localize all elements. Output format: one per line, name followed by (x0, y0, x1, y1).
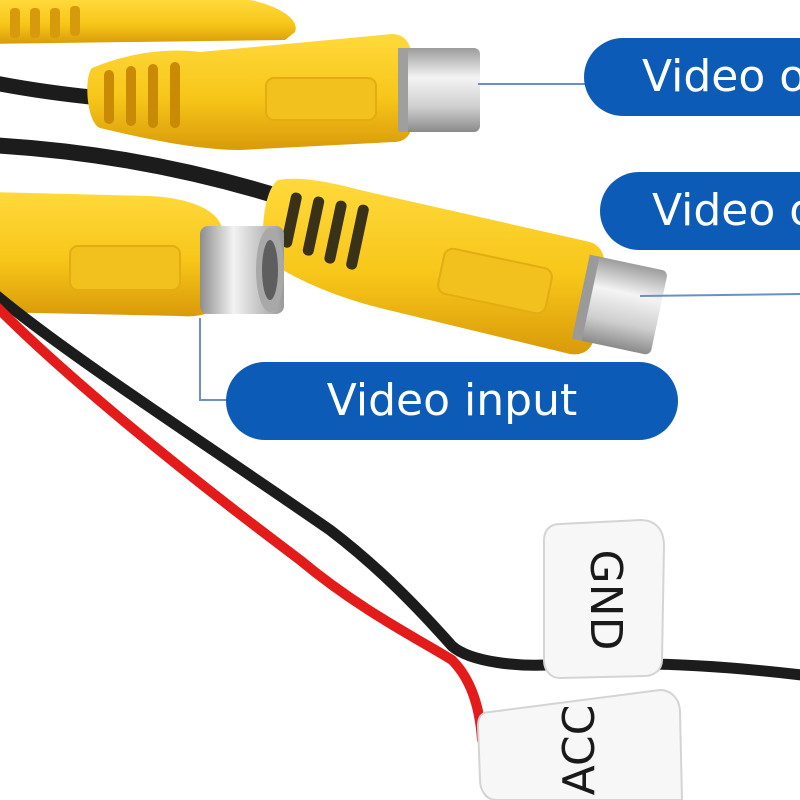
acc-tag-text: ACC (554, 704, 605, 796)
rca-connector-output-2 (263, 178, 667, 355)
rca-connector-top-partial (0, 0, 296, 44)
rca-connector-input (0, 192, 284, 317)
video-output-label-2-text: Video o (652, 185, 800, 236)
video-output-label-1: Video o (584, 38, 800, 116)
gnd-tag (543, 518, 666, 680)
video-input-label: Video input (226, 362, 678, 440)
acc-tag (476, 688, 684, 800)
rca-connector-output-1 (87, 34, 480, 150)
red-power-wire (0, 303, 487, 745)
video-output-label-1-text: Video o (642, 51, 800, 102)
video-input-label-text: Video input (326, 375, 578, 426)
black-cable-middle (0, 137, 298, 208)
black-power-wire (0, 291, 800, 681)
leader-line-input (199, 318, 232, 401)
gnd-tag-text: GND (580, 549, 631, 651)
leader-line-output-2 (639, 293, 800, 297)
black-cable-top (0, 76, 108, 106)
video-output-label-2: Video o (600, 172, 800, 250)
